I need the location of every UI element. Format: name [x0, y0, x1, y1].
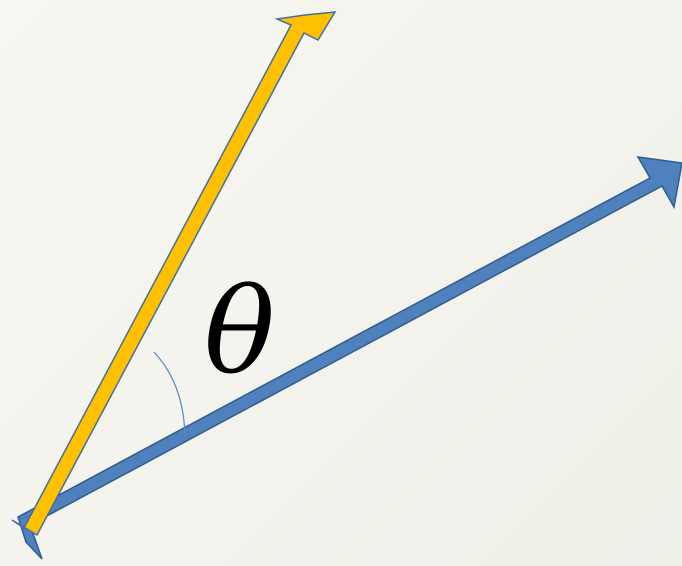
angle-arc	[153, 351, 186, 438]
angle-label-theta: θ	[204, 262, 275, 400]
vector-a-arrow	[11, 11, 337, 537]
vector-b-arrow	[17, 156, 682, 560]
